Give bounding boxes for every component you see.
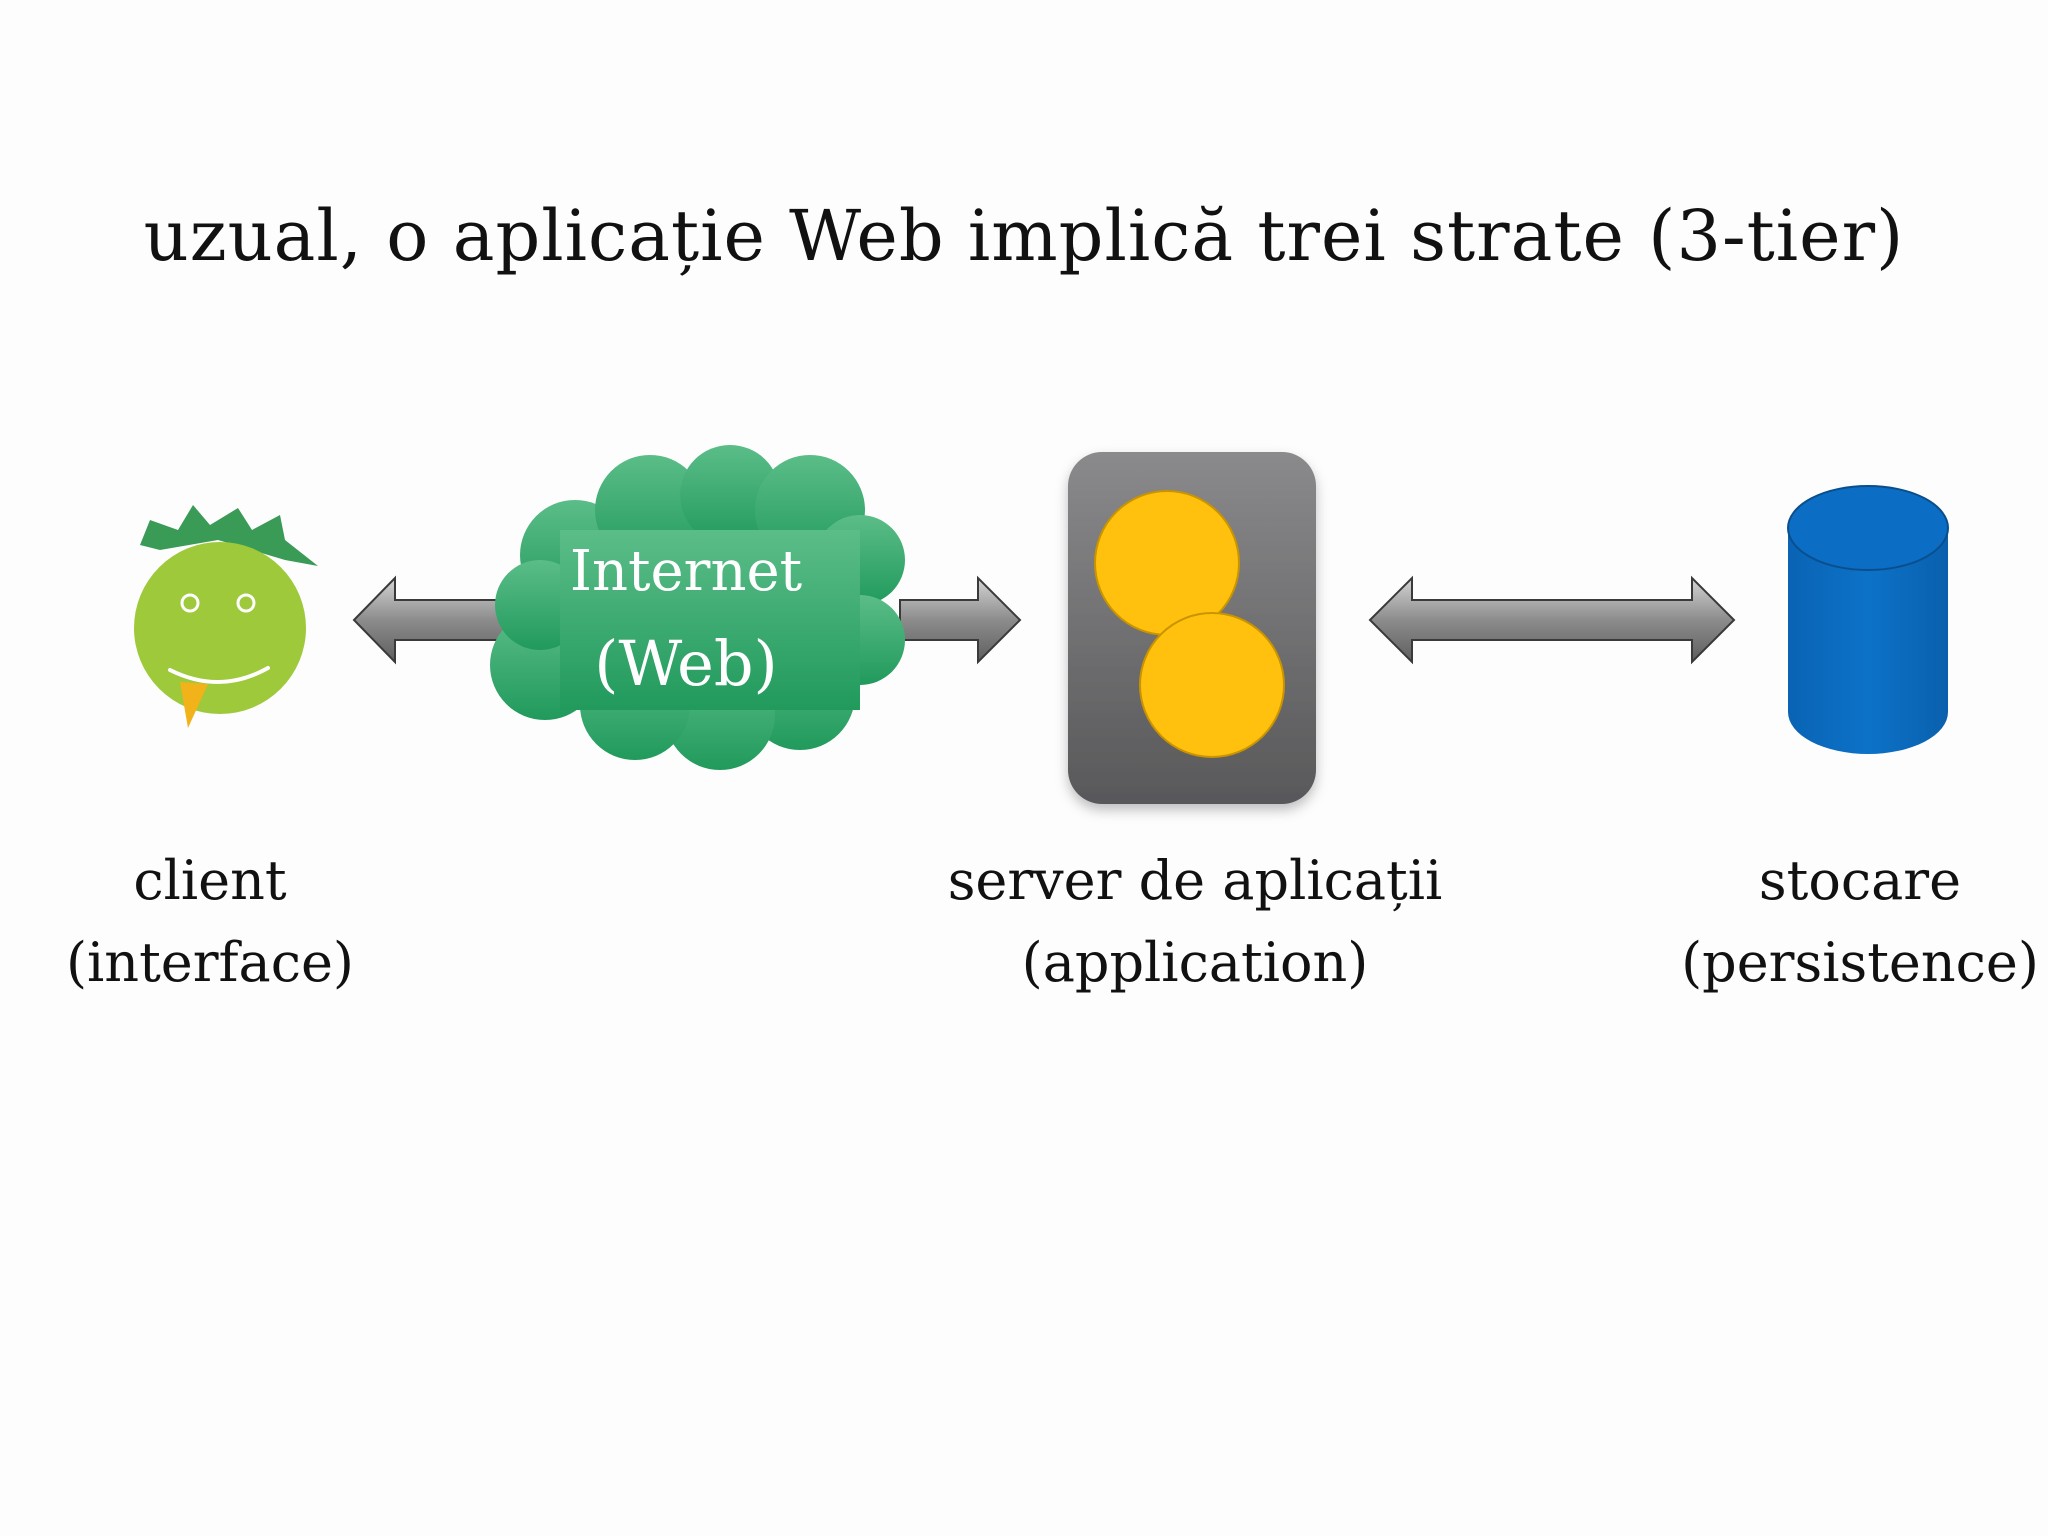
spiky-hair — [140, 505, 318, 566]
double-arrow-server-storage — [1368, 575, 1736, 665]
application-server-icon — [1068, 452, 1316, 804]
cloud-sublabel: (Web) — [594, 627, 777, 700]
smiley-face-icon — [134, 505, 318, 728]
client-label: client — [133, 849, 287, 912]
cloud-label: Internet — [570, 539, 803, 604]
cloud-icon: Internet (Web) — [490, 445, 905, 770]
face — [134, 542, 306, 714]
storage-caption: stocare (persistence) — [1680, 840, 2040, 1004]
server-circle-bottom — [1139, 612, 1285, 758]
server-label: server de aplicații — [947, 849, 1443, 912]
double-arrow-internet-server — [899, 575, 1022, 665]
smile — [168, 666, 270, 684]
server-sublabel: (application) — [1021, 931, 1369, 994]
right-eye — [236, 593, 256, 613]
storage-label: stocare — [1758, 849, 1962, 912]
database-cylinder-icon — [1787, 485, 1949, 754]
cylinder-top — [1787, 485, 1949, 571]
storage-sublabel: (persistence) — [1681, 931, 2039, 994]
server-caption: server de aplicații (application) — [930, 840, 1460, 1004]
client-sublabel: (interface) — [65, 931, 355, 994]
client-caption: client (interface) — [60, 840, 360, 1004]
slide-title: uzual, o aplicație Web implică trei stra… — [143, 195, 1905, 277]
left-eye — [180, 593, 200, 613]
fang — [180, 682, 208, 728]
cylinder-body — [1788, 528, 1948, 754]
